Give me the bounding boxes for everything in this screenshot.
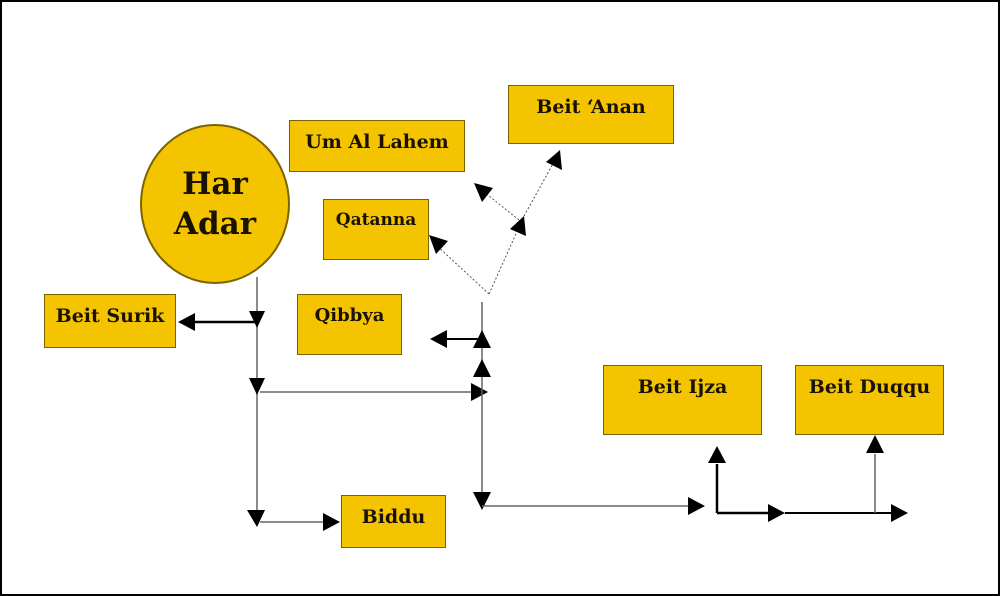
arrow-east-2 xyxy=(768,504,785,522)
node-beit-surik: Beit Surik xyxy=(44,294,176,348)
trunk-arrow-up-2 xyxy=(473,359,491,377)
arrow-um-al-lahem xyxy=(474,183,493,202)
har-adar-label-line1: Har xyxy=(182,165,248,202)
spine-arrow-3 xyxy=(247,510,265,527)
arrow-beit-duqqu xyxy=(866,435,884,453)
trunk-arrow-down xyxy=(473,492,491,510)
arrow-beit-ijza xyxy=(708,446,726,463)
node-beit-ijza: Beit Ijza xyxy=(603,365,762,435)
arrow-beit-surik xyxy=(178,313,195,331)
arrow-junction-horizontal xyxy=(471,383,488,401)
node-beit-duqqu: Beit Duqqu xyxy=(795,365,944,435)
node-um-al-lahem: Um Al Lahem xyxy=(289,120,465,172)
arrow-qatanna xyxy=(429,235,448,254)
spine-arrow-1 xyxy=(249,311,265,328)
node-qibbya: Qibbya xyxy=(297,294,402,355)
arrow-east xyxy=(688,497,705,515)
arrow-branch-up xyxy=(510,216,526,236)
har-adar-label-line2: Adar xyxy=(173,206,257,242)
link-qatanna xyxy=(434,243,490,295)
node-beit-anan: Beit ‘Anan xyxy=(508,85,674,144)
arrow-east-3 xyxy=(891,504,908,522)
arrow-beit-anan xyxy=(546,150,562,170)
link-branch-up xyxy=(488,226,520,295)
arrow-biddu xyxy=(323,513,340,531)
link-um-al-lahem xyxy=(483,191,520,221)
node-biddu: Biddu xyxy=(341,495,446,548)
arrow-qibbya xyxy=(430,330,447,348)
link-beit-anan xyxy=(523,161,555,217)
node-qatanna: Qatanna xyxy=(323,199,429,260)
har-adar-node: Har Adar xyxy=(140,124,290,284)
spine-arrow-2 xyxy=(249,378,265,395)
